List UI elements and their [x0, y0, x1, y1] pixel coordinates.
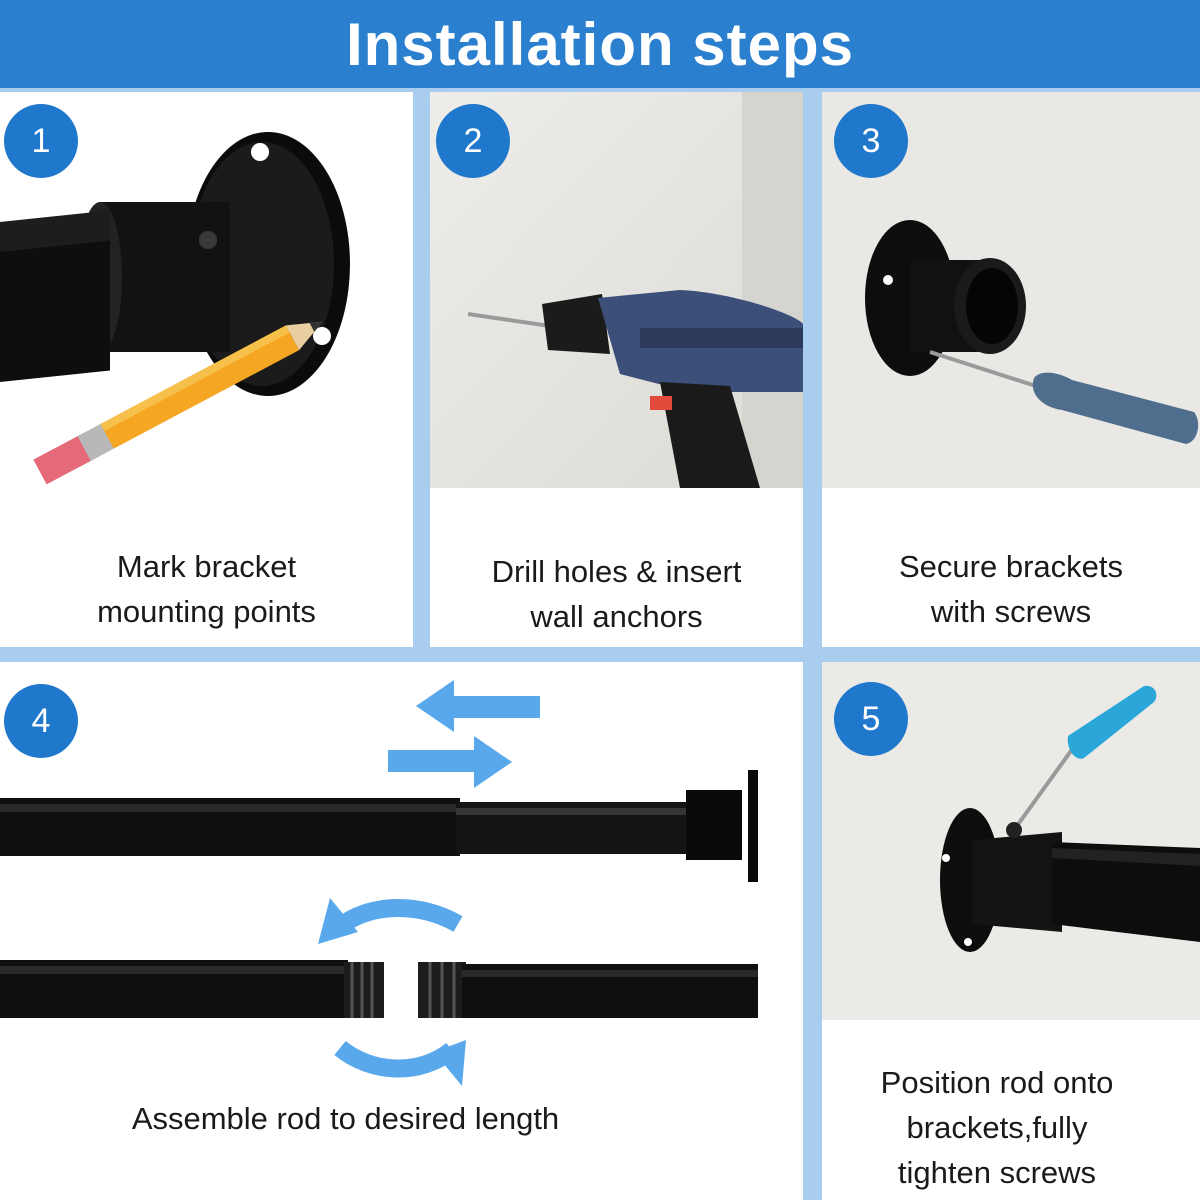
double-arrow-icon	[388, 680, 540, 788]
step-caption: Position rod onto brackets,fully tighten…	[880, 1065, 1114, 1190]
step-caption: Secure brackets with screws	[899, 549, 1123, 629]
drill-icon	[467, 290, 803, 488]
step-caption: Drill holes & insert wall anchors	[491, 554, 742, 634]
step-number-badge: 2	[436, 104, 510, 178]
step-2-illustration	[430, 92, 803, 488]
pencil-icon	[33, 321, 323, 485]
step-caption: Assemble rod to desired length	[131, 1101, 560, 1136]
bracket-icon	[865, 220, 1026, 376]
rod-icon	[0, 960, 758, 1018]
page-title: Installation steps	[0, 0, 1200, 88]
rod-icon	[972, 832, 1200, 942]
rod-icon	[0, 210, 110, 382]
step-4-illustration	[0, 680, 758, 1086]
step-number-badge: 1	[4, 104, 78, 178]
step-4-panel: 4 Assemble rod to desired length	[0, 662, 803, 1200]
step-caption: Mark bracket mounting points	[97, 549, 316, 629]
step-number-badge: 4	[4, 684, 78, 758]
step-number-badge: 5	[834, 682, 908, 756]
step-2-panel: 2 Drill holes & insert wall anchors	[430, 92, 803, 647]
step-1-panel: 1 Mark bracket mounting points	[0, 92, 413, 647]
screwdriver-icon	[929, 350, 1199, 444]
step-5-panel: 5 Position rod onto brackets,fully tight…	[822, 662, 1200, 1200]
screwdriver-icon	[1006, 685, 1157, 838]
rod-icon	[0, 770, 758, 882]
step-number-badge: 3	[834, 104, 908, 178]
step-3-panel: 3 Secure brackets with screws	[822, 92, 1200, 647]
